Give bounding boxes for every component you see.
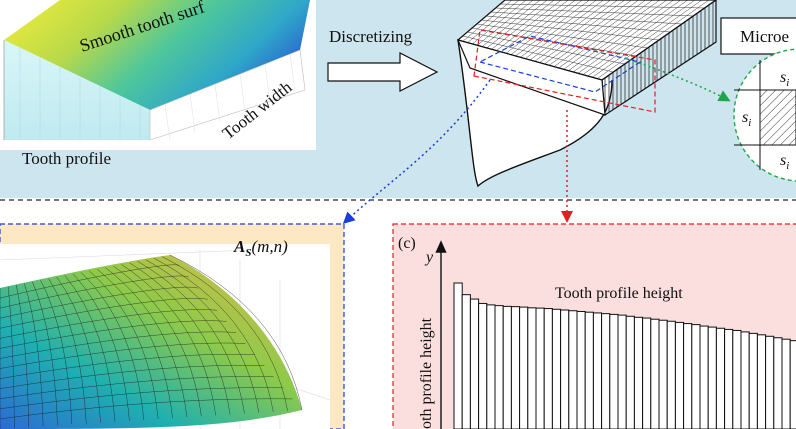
microelement-box: Microe <box>720 17 796 55</box>
bar <box>486 304 496 429</box>
y-axis-title: oth profile height <box>418 317 435 429</box>
bar <box>699 325 709 429</box>
bar <box>560 309 570 429</box>
bar <box>453 282 463 429</box>
microelement-label: Microe <box>740 27 789 46</box>
bar <box>617 314 627 429</box>
bar <box>609 313 619 429</box>
bar <box>601 313 611 429</box>
green-dotted-arrow <box>624 57 731 102</box>
bar <box>527 307 537 429</box>
cell-label-left: si <box>742 109 751 129</box>
bar <box>502 305 512 429</box>
bar <box>781 338 791 429</box>
bar <box>765 335 775 429</box>
bar <box>691 324 701 429</box>
bar <box>625 315 635 429</box>
bar <box>707 326 717 429</box>
bar <box>519 306 529 429</box>
bar <box>478 302 488 429</box>
bar <box>666 320 676 429</box>
bar <box>724 328 734 429</box>
bar <box>633 316 644 429</box>
bar <box>551 308 562 429</box>
profile-height-panel: (c) y oth profile height Tooth profile h… <box>392 223 796 429</box>
bar <box>535 307 545 429</box>
bar <box>674 321 685 429</box>
microelement-zoom: si si si <box>733 48 796 182</box>
bar <box>510 306 521 429</box>
y-axis-symbol: y <box>424 249 434 266</box>
bar <box>650 318 660 429</box>
mesh-surface-panel: AS(m,n) <box>0 223 345 429</box>
discretizing-label: Discretizing <box>329 27 413 46</box>
bar <box>658 319 668 429</box>
cell-label-bottom: si <box>780 152 789 172</box>
bar <box>461 294 471 429</box>
bar <box>756 334 767 429</box>
tooth-profile-label: Tooth profile <box>22 149 111 168</box>
bar <box>494 305 504 429</box>
bar <box>683 323 693 429</box>
bar <box>732 329 742 429</box>
bar <box>576 310 586 429</box>
matrix-label: AS(m,n) <box>233 237 288 259</box>
discretized-tooth <box>456 0 718 188</box>
bar <box>748 332 758 429</box>
bar <box>642 317 652 429</box>
chart-title: Tooth profile height <box>555 285 683 302</box>
bar <box>469 298 480 429</box>
bar <box>592 312 603 429</box>
bar <box>543 308 553 429</box>
bar <box>568 310 578 429</box>
bar <box>584 311 594 429</box>
bar <box>715 327 726 429</box>
blue-dotted-arrow <box>342 79 491 225</box>
bar <box>789 340 796 429</box>
panel-tag: (c) <box>398 235 416 252</box>
smooth-surface-plot: Smooth tooth surf Tooth width Tooth prof… <box>0 0 316 168</box>
bar <box>740 331 750 429</box>
cell-label-top: si <box>780 69 789 89</box>
discretizing-arrow <box>327 52 439 92</box>
bar <box>773 337 783 429</box>
